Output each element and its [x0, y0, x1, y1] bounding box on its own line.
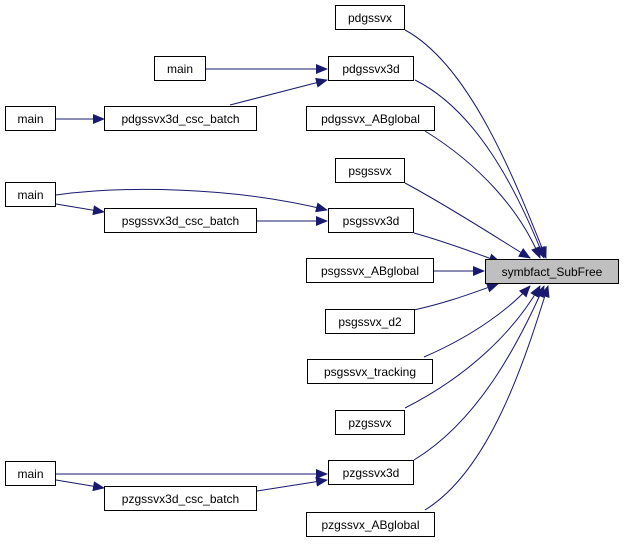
node-pzgssvx3d[interactable]: pzgssvx3d: [328, 460, 414, 485]
edge-main-psgssvx3d: [55, 188, 328, 213]
node-pzgssvx-abglobal[interactable]: pzgssvx_ABglobal: [306, 512, 435, 537]
node-pzgssvx3d-csc-batch[interactable]: pzgssvx3d_csc_batch: [104, 486, 257, 511]
node-pdgssvx[interactable]: pdgssvx: [335, 5, 405, 30]
edge-psgssvx-symbfact: [404, 182, 531, 259]
node-pzgssvx[interactable]: pzgssvx: [335, 410, 405, 435]
node-psgssvx[interactable]: psgssvx: [335, 158, 405, 183]
node-symbfact-subfree: symbfact_SubFree: [485, 259, 619, 284]
node-psgssvx-abglobal[interactable]: psgssvx_ABglobal: [306, 258, 434, 283]
node-pdgssvx3d[interactable]: pdgssvx3d: [328, 56, 414, 81]
node-pdgssvx3d-csc-batch[interactable]: pdgssvx3d_csc_batch: [104, 106, 257, 131]
edge-pdgssvx-abglobal-symbfact: [424, 130, 541, 259]
edge-main-pscsc: [55, 203, 105, 216]
edge-pdcsc-pdgssvx3d: [229, 77, 328, 106]
edge-psgssvx-tracking-symbfact: [423, 285, 531, 358]
node-pdgssvx-abglobal[interactable]: pdgssvx_ABglobal: [306, 106, 435, 131]
edge-psgssvx-d2-symbfact: [413, 282, 499, 311]
edge-pzgssvx3d-symbfact: [413, 285, 545, 461]
node-psgssvx3d[interactable]: psgssvx3d: [328, 208, 414, 233]
node-main-pd-left[interactable]: main: [5, 106, 56, 131]
edge-pzgssvx-abglobal-symbfact: [424, 285, 550, 511]
edge-pzcsc-pzgssvx3d: [256, 476, 328, 492]
edge-pdgssvx3d-symbfact: [414, 79, 545, 259]
edge-pzgssvx-symbfact: [404, 285, 541, 409]
node-psgssvx3d-csc-batch[interactable]: psgssvx3d_csc_batch: [104, 208, 257, 233]
edge-pdgssvx-symbfact: [404, 29, 547, 259]
node-main-pz[interactable]: main: [5, 461, 56, 486]
node-psgssvx-d2[interactable]: psgssvx_d2: [325, 309, 415, 334]
edge-main-pzcsc: [55, 479, 105, 492]
node-main-ps[interactable]: main: [5, 182, 56, 207]
node-psgssvx-tracking[interactable]: psgssvx_tracking: [307, 359, 433, 384]
node-main-pd-mid[interactable]: main: [154, 56, 206, 81]
